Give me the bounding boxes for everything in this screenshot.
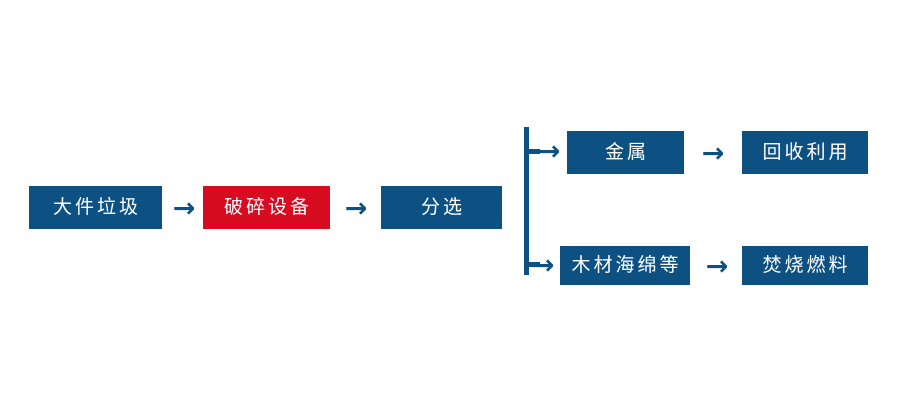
arrow-right-icon-2: → <box>344 192 368 224</box>
arrow-right-icon-5: → <box>531 249 555 281</box>
arrow-right-icon-1: → <box>172 192 196 224</box>
arrow-right-icon-6: → <box>705 250 729 282</box>
node-wood[interactable]: 木材海绵等 <box>560 246 690 285</box>
arrow-right-icon-3: → <box>537 135 561 167</box>
split-stub-bottom <box>524 262 540 267</box>
node-input[interactable]: 大件垃圾 <box>29 186 162 229</box>
node-fuel[interactable]: 焚烧燃料 <box>742 246 868 285</box>
node-metal[interactable]: 金属 <box>567 131 684 174</box>
split-stub-top <box>524 149 540 154</box>
node-recycle[interactable]: 回收利用 <box>742 131 868 174</box>
arrow-right-icon-4: → <box>701 137 725 169</box>
node-sorting[interactable]: 分选 <box>381 186 502 229</box>
split-vertical-rail <box>524 127 529 275</box>
node-crusher[interactable]: 破碎设备 <box>203 186 330 229</box>
